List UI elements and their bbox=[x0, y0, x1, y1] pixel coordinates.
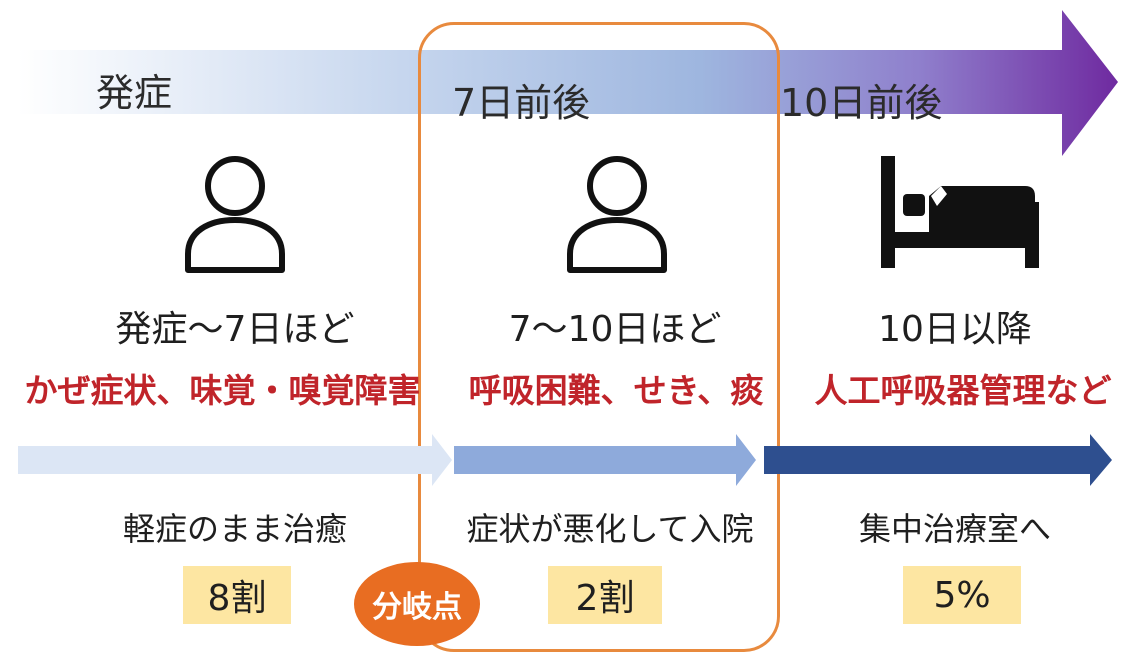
stage-symptoms: 人工呼吸器管理など bbox=[814, 371, 1112, 410]
stage-title: 10日以降 bbox=[878, 309, 1032, 350]
hospital-bed-icon bbox=[881, 156, 1039, 268]
progress-arrow-severe bbox=[764, 434, 1112, 486]
progress-arrow-moderate bbox=[454, 434, 756, 486]
stage-percent: 5% bbox=[903, 566, 1021, 624]
phase-label-day10: 10日前後 bbox=[780, 81, 943, 125]
stage-title: 7〜10日ほど bbox=[508, 309, 722, 350]
branch-point-badge: 分岐点 bbox=[354, 562, 480, 646]
person-icon bbox=[185, 156, 285, 273]
stage-percent: 2割 bbox=[548, 566, 662, 624]
progress-arrow-mild bbox=[18, 434, 452, 486]
stage-outcome: 軽症のまま治癒 bbox=[122, 510, 347, 548]
timeline-arrow bbox=[18, 10, 1118, 156]
stage-outcome: 症状が悪化して入院 bbox=[466, 510, 754, 548]
stage-title: 発症〜7日ほど bbox=[115, 309, 355, 350]
stage-percent: 8割 bbox=[183, 566, 291, 624]
stage-symptoms: 呼吸困難、せき、痰 bbox=[468, 371, 764, 410]
branch-highlight-frame bbox=[418, 22, 780, 652]
stage-symptoms: かぜ症状、味覚・嗅覚障害 bbox=[24, 371, 421, 410]
phase-label-day7: 7日前後 bbox=[452, 81, 591, 125]
phase-label-onset: 発症 bbox=[96, 71, 173, 115]
person-icon bbox=[567, 156, 667, 273]
stage-outcome: 集中治療室へ bbox=[858, 510, 1051, 548]
